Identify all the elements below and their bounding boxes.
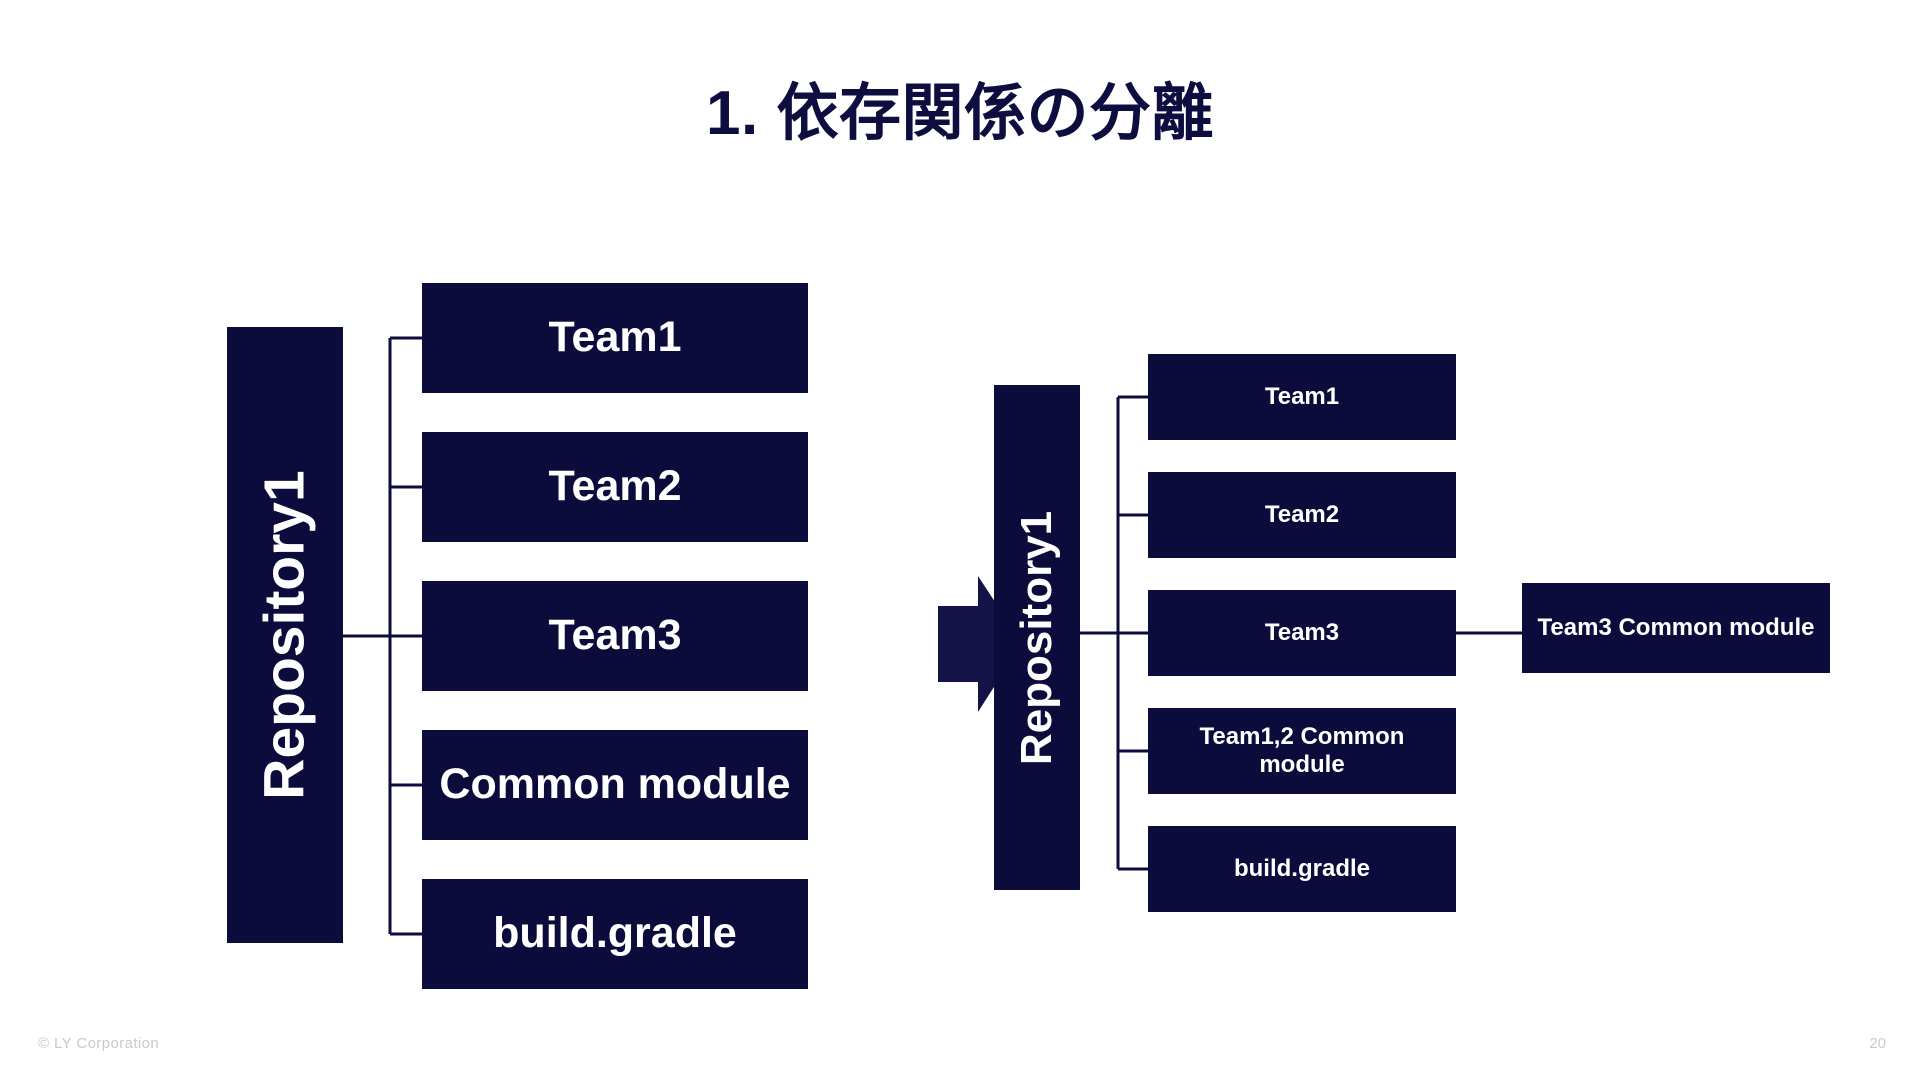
after-module-label: Team1 — [1264, 383, 1340, 411]
before-repository-bar[interactable]: Repository1 — [227, 327, 343, 943]
after-repository-bar[interactable]: Repository1 — [994, 385, 1080, 890]
before-module-box-team2[interactable]: Team2 — [422, 432, 808, 542]
after-module-box-team3[interactable]: Team3 — [1148, 590, 1456, 676]
before-module-label: Common module — [439, 760, 791, 809]
after-module-label: Team2 — [1264, 501, 1340, 529]
after-module-label: Team1,2 Common module — [1199, 723, 1405, 778]
before-module-label: Team1 — [548, 313, 682, 362]
before-module-label: build.gradle — [493, 909, 737, 958]
after-module-label: Team3 — [1264, 619, 1340, 647]
before-module-box-build-gradle[interactable]: build.gradle — [422, 879, 808, 989]
before-module-box-team1[interactable]: Team1 — [422, 283, 808, 393]
before-module-box-team3[interactable]: Team3 — [422, 581, 808, 691]
after-repository-label: Repository1 — [1012, 510, 1062, 765]
footer-page-number: 20 — [1869, 1035, 1886, 1052]
before-repository-label: Repository1 — [253, 470, 318, 800]
after-module-label: build.gradle — [1233, 855, 1370, 883]
after-module-box-team2[interactable]: Team2 — [1148, 472, 1456, 558]
after-module-box-team12-common-module[interactable]: Team1,2 Common module — [1148, 708, 1456, 794]
after-module-box-team1[interactable]: Team1 — [1148, 354, 1456, 440]
before-module-label: Team3 — [548, 611, 682, 660]
before-module-label: Team2 — [548, 462, 682, 511]
before-module-box-common-module[interactable]: Common module — [422, 730, 808, 840]
after-external-box-team3-common-module[interactable]: Team3 Common module — [1522, 583, 1830, 673]
after-module-box-build-gradle[interactable]: build.gradle — [1148, 826, 1456, 912]
footer-copyright: © LY Corporation — [38, 1035, 160, 1052]
page-title: 1. 依存関係の分離 — [706, 79, 1214, 148]
after-external-label: Team3 Common module — [1537, 614, 1815, 642]
